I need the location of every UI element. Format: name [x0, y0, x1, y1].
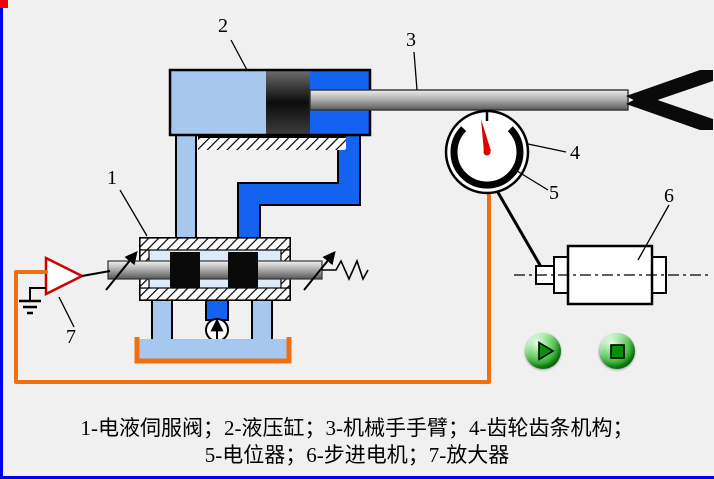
window-corner-marker — [0, 0, 8, 8]
gripper-upper-jaw — [626, 70, 713, 105]
hydraulic-cylinder — [168, 68, 372, 137]
leader-line-7 — [58, 296, 75, 328]
amplifier-output-wire — [81, 270, 111, 277]
leader-line-3 — [413, 51, 418, 91]
leader-line-4 — [527, 143, 567, 153]
window-bottom-edge — [0, 476, 714, 479]
leader-lines — [58, 39, 670, 328]
pipe-cylinder-right — [237, 134, 361, 242]
solenoid-arrow-left — [105, 250, 138, 291]
label-rack-pinion: 4 — [570, 142, 580, 164]
stepper-motor — [514, 244, 710, 306]
valve-spring — [322, 258, 369, 281]
servo-valve — [105, 237, 369, 301]
feedback-wire — [14, 192, 491, 384]
leader-line-1 — [119, 189, 148, 237]
label-hydraulic-cylinder: 2 — [218, 15, 228, 37]
valve-wall-bottom — [139, 287, 291, 301]
hydraulic-pipes — [151, 132, 361, 345]
caption-line-2: 5-电位器；6-步进电机；7-放大器 — [204, 443, 510, 467]
oil-tank — [134, 337, 292, 364]
manipulator-arm — [309, 89, 629, 111]
pipe-return-left — [151, 297, 173, 345]
play-icon — [538, 341, 555, 361]
valve-spool — [107, 260, 323, 280]
gripper — [626, 70, 713, 130]
stop-button[interactable] — [599, 333, 635, 369]
caption-line-1: 1-电液伺服阀；2-液压缸；3-机械手手臂；4-齿轮齿条机构； — [80, 416, 634, 440]
tank-fluid — [139, 339, 287, 360]
gripper-lower-jaw — [626, 95, 713, 130]
potentiometer-track — [450, 126, 524, 189]
play-button[interactable] — [525, 333, 561, 369]
valve-wall-top — [139, 237, 291, 251]
leader-line-2 — [230, 39, 248, 71]
cylinder-left-chamber — [171, 71, 266, 134]
pump — [205, 318, 229, 342]
rack-pinion-potentiometer — [444, 109, 530, 195]
stop-icon — [610, 344, 625, 359]
leader-line-6 — [637, 204, 670, 261]
window-left-edge — [0, 0, 3, 479]
leader-line-5 — [516, 170, 549, 191]
amplifier — [19, 255, 111, 315]
piston — [266, 71, 310, 134]
pipe-cylinder-left — [175, 132, 197, 242]
label-manipulator-arm: 3 — [406, 29, 416, 51]
label-potentiometer: 5 — [549, 182, 559, 204]
hatch-area — [198, 137, 346, 150]
ground-symbol — [19, 299, 41, 315]
spool-land-left — [170, 252, 200, 288]
spool-land-right — [228, 252, 258, 288]
label-servo-valve: 1 — [107, 167, 117, 189]
caption: 1-电液伺服阀；2-液压缸；3-机械手手臂；4-齿轮齿条机构； 5-电位器；6-… — [0, 415, 714, 469]
mount-hatching — [198, 136, 346, 150]
potentiometer-needle — [481, 119, 491, 153]
label-amplifier: 7 — [66, 326, 76, 348]
solenoid-arrow-right — [303, 250, 336, 291]
pipe-pump-supply — [205, 297, 229, 321]
ground-wire — [29, 287, 46, 301]
motor-linkage — [494, 188, 546, 273]
needle-hub — [483, 148, 491, 156]
tank-outline — [134, 337, 292, 364]
pipe-return-right — [251, 297, 273, 345]
label-stepper-motor: 6 — [664, 185, 674, 207]
amplifier-triangle — [44, 255, 85, 297]
